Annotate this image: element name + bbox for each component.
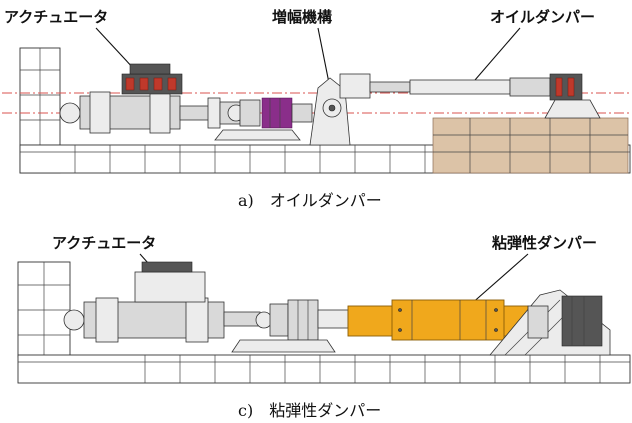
- panel-c-viscoelastic-damper: [347, 299, 529, 341]
- panel-a-amplifier-mechanism: [309, 73, 411, 146]
- panel-a-oil-damper: [409, 73, 601, 119]
- panel-a-actuator: [59, 63, 245, 134]
- panel-c-reaction-wall: [17, 261, 71, 358]
- panel-c-damper-leader: [469, 253, 529, 306]
- panel-a-actuator-label: アクチュエータ: [4, 8, 108, 26]
- panel-a-amplifier-leader: [317, 27, 331, 89]
- panel-a-reaction-blocks: [432, 117, 629, 174]
- panel-c-viscoelastic-damper-label: 粘弾性ダンパー: [492, 234, 597, 252]
- panel-a-load-cell: [214, 97, 313, 141]
- panel-c-caption: c) 粘弾性ダンパー: [238, 401, 381, 420]
- panel-c-reaction-support: [489, 289, 611, 356]
- panel-c-base-frame: [17, 354, 631, 384]
- panel-a-oil-damper-rig: アクチュエータ 増幅機構 オイルダンパー: [2, 8, 631, 210]
- panel-a-amplifier-label: 増幅機構: [272, 8, 332, 26]
- panel-a-damper-leader: [474, 27, 521, 81]
- panel-a-caption: a) オイルダンパー: [238, 191, 382, 210]
- panel-c-viscoelastic-damper-rig: アクチュエータ 粘弾性ダンパー: [17, 234, 631, 420]
- panel-a-actuator-leader: [95, 27, 136, 71]
- panel-a-oil-damper-label: オイルダンパー: [490, 8, 595, 26]
- panel-c-load-cell: [231, 299, 349, 353]
- panel-c-actuator: [63, 261, 273, 343]
- panel-c-actuator-label: アクチュエータ: [52, 234, 156, 252]
